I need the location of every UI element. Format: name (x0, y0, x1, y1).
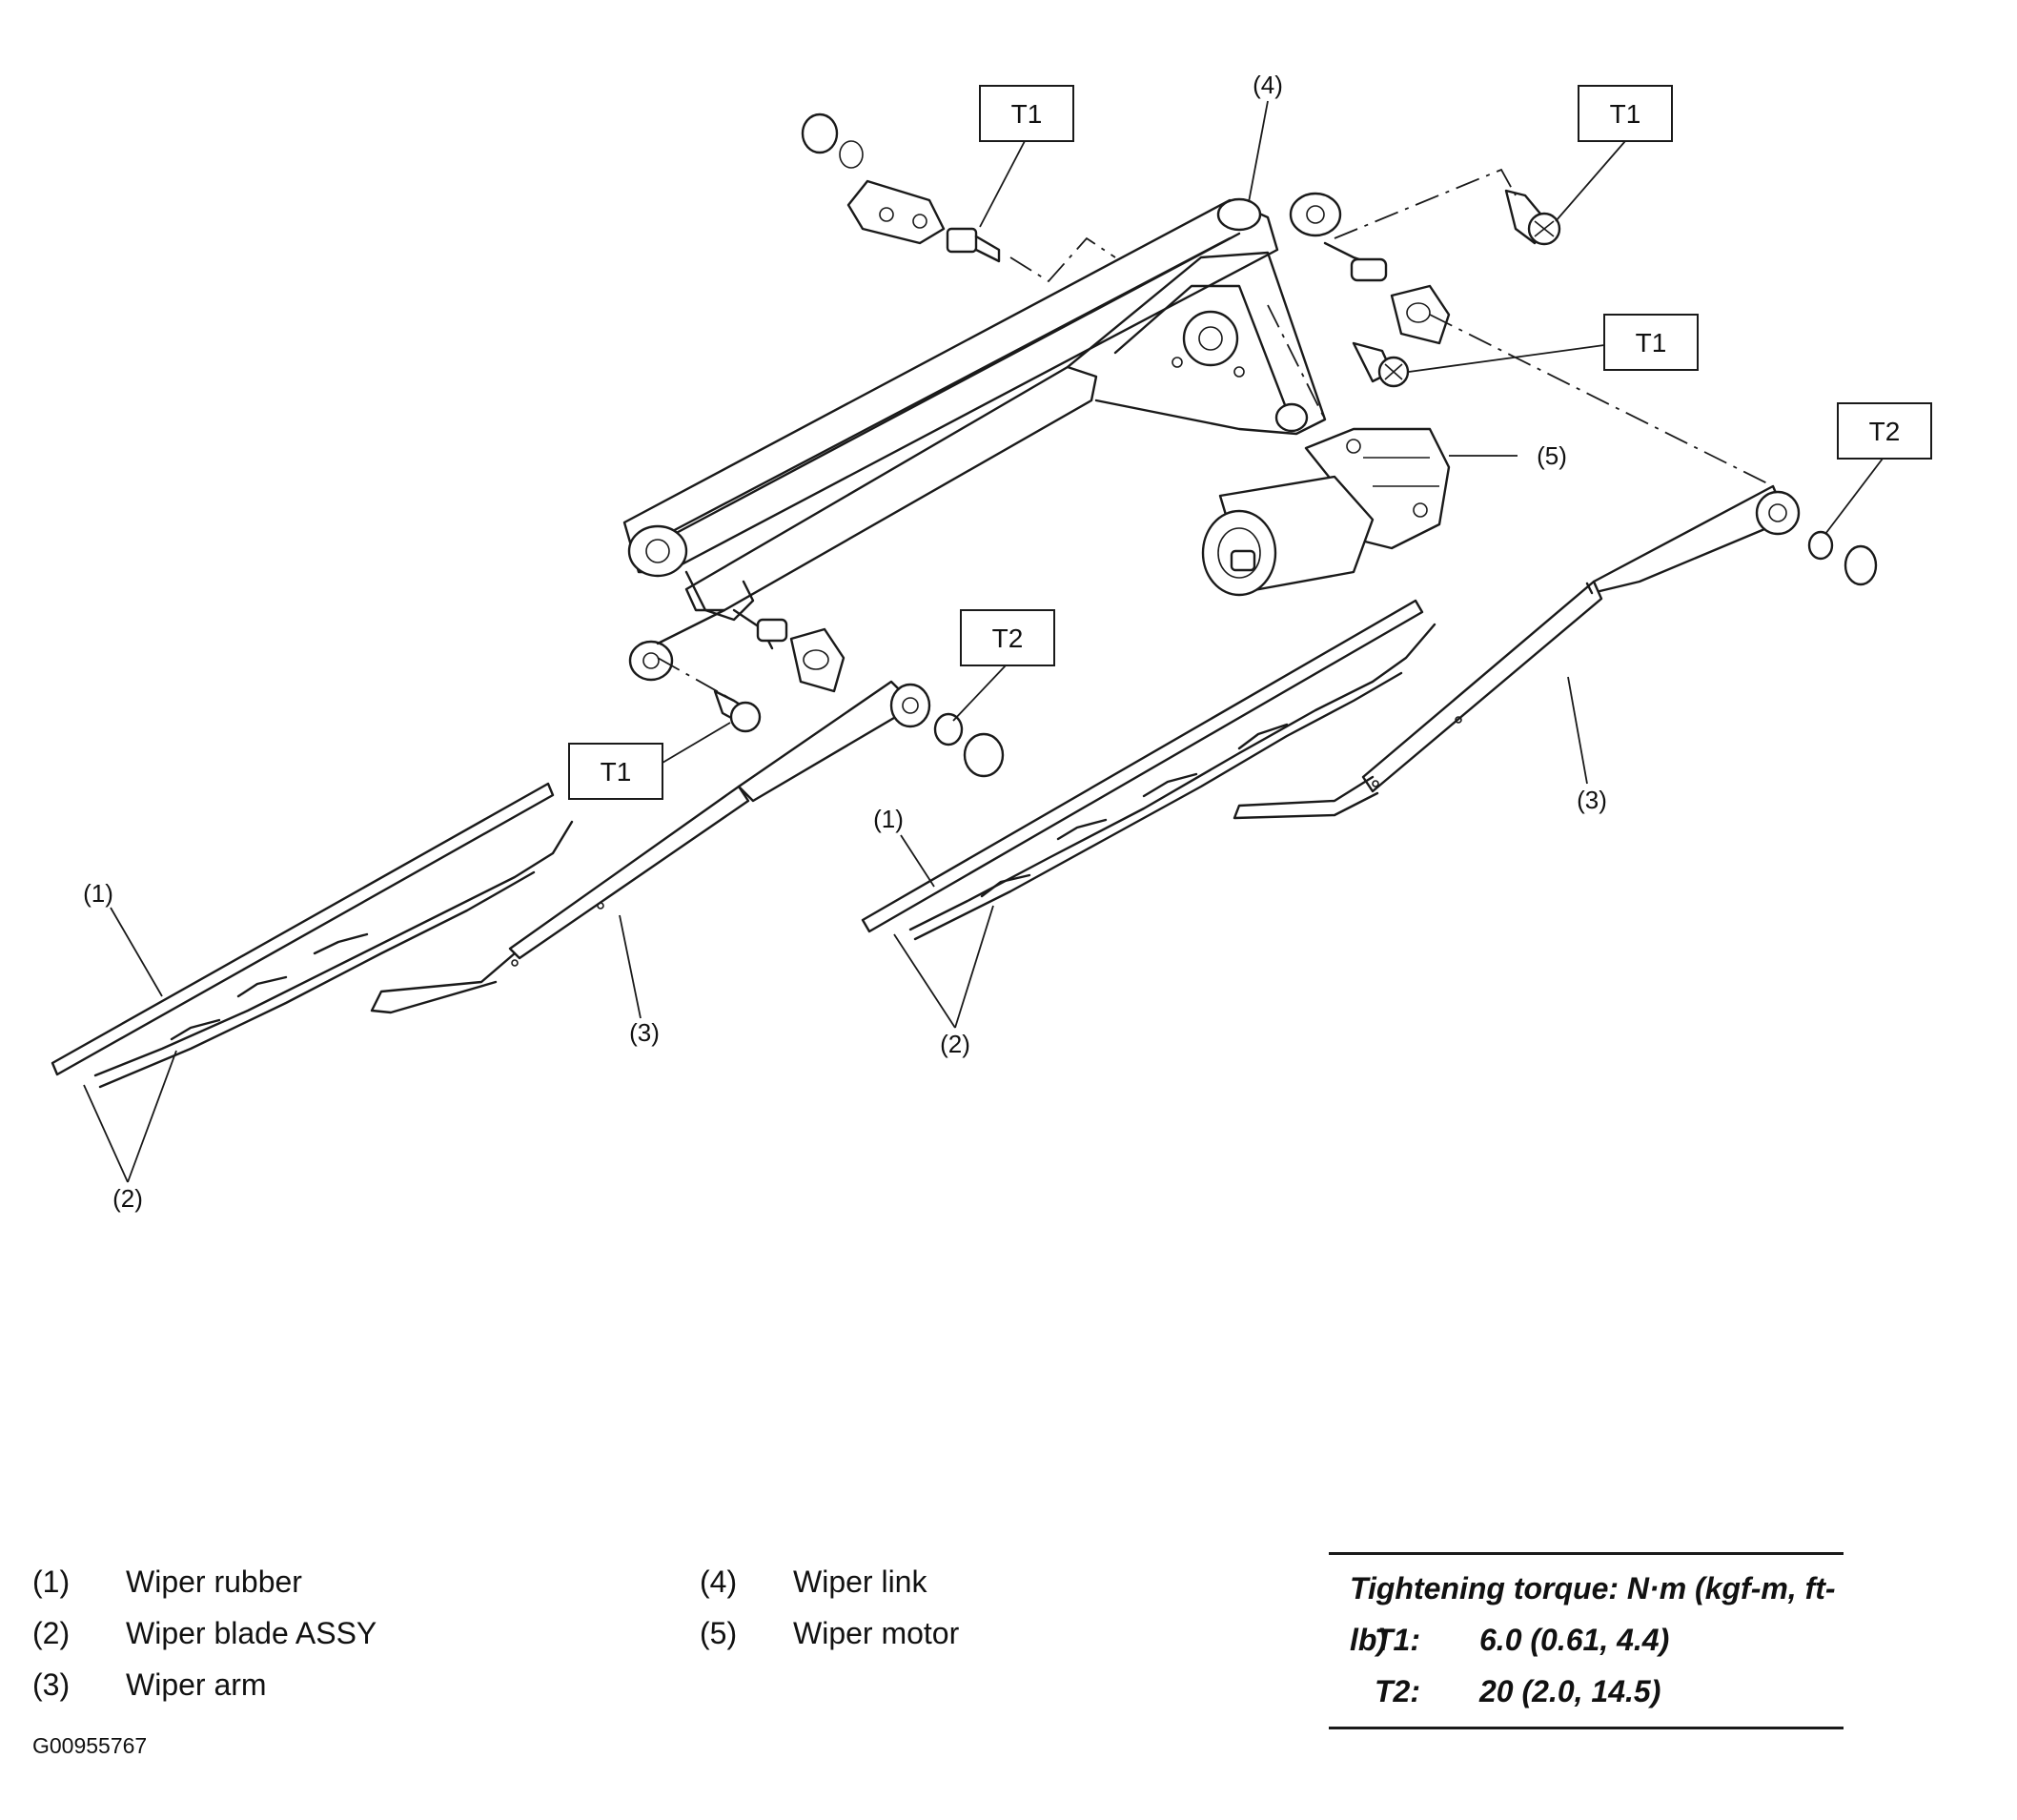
legend-number: (4) (700, 1564, 738, 1599)
torque-code-t1: T1 (1636, 328, 1667, 358)
callout-3-right-arm: (3) (1567, 676, 1607, 814)
parts-legend-left: (1) Wiper rubber (2) Wiper blade ASSY (3… (32, 1556, 377, 1710)
legend-label: Wiper arm (126, 1667, 267, 1702)
torque-row: T1: 6.0 (0.61, 4.4) (1329, 1614, 1844, 1666)
torque-code: T1: (1375, 1623, 1420, 1657)
callout-wiper-motor: (5) (1537, 441, 1567, 470)
torque-code-t2: T2 (992, 624, 1024, 653)
legend-number: (1) (32, 1564, 71, 1599)
torque-code-t1: T1 (601, 757, 632, 787)
torque-box-t2-right: T2 (1824, 402, 1932, 535)
torque-code-t1: T1 (1011, 99, 1043, 129)
callout-1-left-rubber: (1) (83, 879, 163, 997)
torque-code-t2: T2 (1869, 417, 1901, 446)
legend-label: Wiper motor (793, 1616, 960, 1650)
wiper-link-assembly (622, 192, 1388, 682)
pivot-grommets (789, 284, 1451, 693)
callout-1-right-rubber: (1) (873, 805, 935, 888)
callout-wiper-arm: (3) (1577, 786, 1607, 814)
legend-item: (1) Wiper rubber (32, 1556, 377, 1607)
callout-2-right-blade: (2) (893, 905, 994, 1058)
callout-wiper-rubber: (1) (83, 879, 113, 908)
legend-label: Wiper rubber (126, 1564, 302, 1599)
figure-code: G00955767 (32, 1733, 148, 1758)
torque-box-t1-right: T1 (1408, 314, 1699, 373)
legend-number: (3) (32, 1667, 71, 1702)
torque-code-t1: T1 (1610, 99, 1641, 129)
left-wiper-arm (370, 680, 1005, 1014)
callout-3-left-arm: (3) (619, 914, 660, 1047)
right-wiper-arm (1233, 484, 1878, 820)
callout-2-left-blade: (2) (83, 1050, 177, 1213)
legend-label: Wiper link (793, 1564, 927, 1599)
motor-bracket-hardware (801, 112, 946, 245)
legend-label: Wiper blade ASSY (126, 1616, 377, 1650)
torque-box-t1-right-top: T1 (1555, 85, 1673, 222)
callout-5-motor: (5) (1449, 441, 1567, 470)
legend-number: (5) (700, 1616, 738, 1650)
legend-number: (2) (32, 1616, 71, 1650)
torque-value: 20 (2.0, 14.5) (1479, 1674, 1661, 1708)
torque-box-t1-top: T1 (979, 85, 1074, 228)
bolts (713, 189, 1561, 733)
callout-wiper-arm: (3) (629, 1018, 660, 1047)
callout-wiper-blade-assy: (2) (112, 1184, 143, 1213)
torque-box-t2-left: T2 (952, 609, 1055, 722)
legend-item: (2) Wiper blade ASSY (32, 1607, 377, 1659)
torque-value: 6.0 (0.61, 4.4) (1479, 1623, 1670, 1657)
callout-wiper-link: (4) (1253, 71, 1283, 99)
legend-item: (3) Wiper arm (32, 1659, 377, 1710)
alignment-lines (657, 168, 1774, 702)
callout-wiper-blade-assy: (2) (940, 1030, 970, 1058)
legend-item: (5) Wiper motor (700, 1607, 959, 1659)
torque-code: T2: (1375, 1674, 1420, 1708)
torque-row: T2: 20 (2.0, 14.5) (1329, 1666, 1844, 1717)
left-wiper-blade (51, 782, 574, 1089)
callout-wiper-rubber: (1) (873, 805, 904, 833)
right-wiper-blade (861, 599, 1436, 941)
torque-box-t1-left: T1 (568, 722, 731, 800)
legend-item: (4) Wiper link (700, 1556, 959, 1607)
parts-legend-right: (4) Wiper link (5) Wiper motor (700, 1556, 959, 1659)
wiper-motor (1201, 427, 1451, 597)
tightening-torque-table: Tightening torque: N·m (kgf-m, ft-lb) T1… (1329, 1552, 1844, 1729)
torque-title: Tightening torque: N·m (kgf-m, ft-lb) (1350, 1571, 1836, 1657)
callout-4-link: (4) (1248, 71, 1283, 203)
